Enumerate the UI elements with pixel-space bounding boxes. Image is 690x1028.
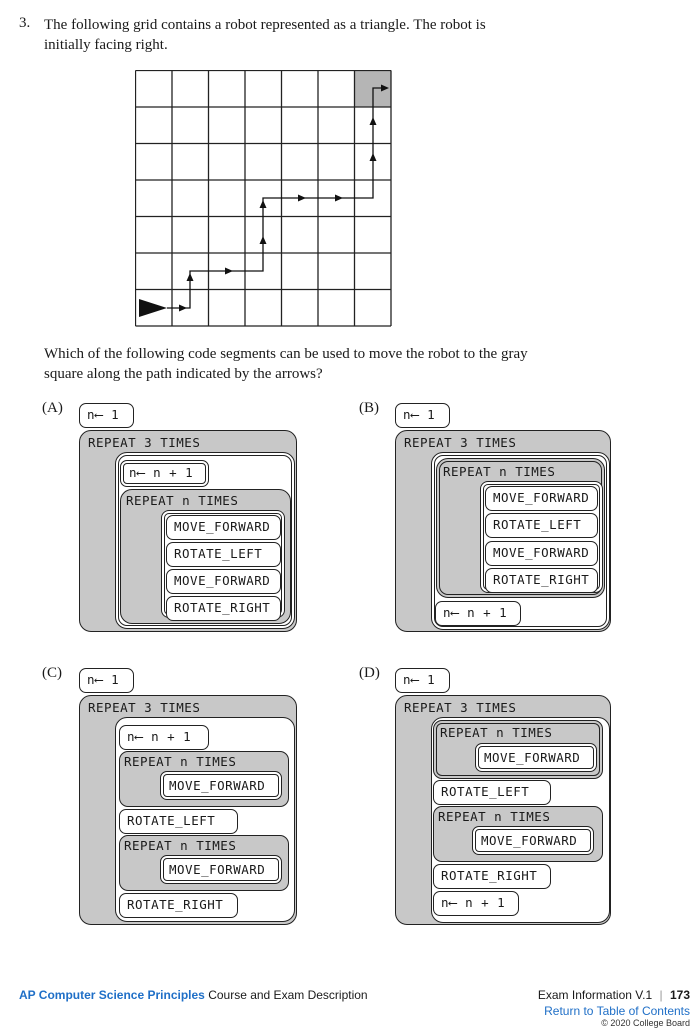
option-c-cmd-rotate-left: ROTATE_LEFT xyxy=(119,809,238,834)
footer-copyright: © 2020 College Board xyxy=(601,1018,690,1028)
option-b-cmd-move-forward-2: MOVE_FORWARD xyxy=(485,541,598,566)
footer-brand: AP Computer Science Principles xyxy=(19,988,205,1002)
option-c-init-block: n⟵ 1 xyxy=(79,668,134,693)
option-c-label[interactable]: (C) xyxy=(42,665,62,681)
option-b-cmd-move-forward: MOVE_FORWARD xyxy=(485,486,598,511)
footer-left: AP Computer Science Principles Course an… xyxy=(19,988,368,1002)
option-b-label[interactable]: (B) xyxy=(359,400,379,416)
option-b-repeatn-region: REPEAT n TIMES MOVE_FORWARD ROTATE_LEFT … xyxy=(436,458,605,598)
option-d-repeat3-label: REPEAT 3 TIMES xyxy=(404,700,517,715)
option-b-repeat3-body: REPEAT n TIMES MOVE_FORWARD ROTATE_LEFT … xyxy=(431,452,610,630)
option-c-repeatn1-region: REPEAT n TIMES MOVE_FORWARD xyxy=(119,751,289,807)
option-a-repeatn-label: REPEAT n TIMES xyxy=(126,493,239,508)
footer-course: Course and Exam Description xyxy=(208,988,368,1002)
option-b-cmd-rotate-right: ROTATE_RIGHT xyxy=(485,568,598,593)
option-d-cmd-move-forward-2: MOVE_FORWARD xyxy=(472,826,594,855)
robot-path xyxy=(167,87,387,309)
option-a-repeat3-region: REPEAT 3 TIMES n⟵ n + 1 REPEAT n TIMES M… xyxy=(79,430,297,632)
option-c-repeat3-body: n⟵ n + 1 REPEAT n TIMES MOVE_FORWARD ROT… xyxy=(115,717,295,922)
footer-right: Exam Information V.1 | 173 xyxy=(538,988,690,1002)
footer-section: Exam Information V.1 xyxy=(537,988,653,1002)
option-b-repeatn-body: MOVE_FORWARD ROTATE_LEFT MOVE_FORWARD RO… xyxy=(480,481,603,593)
option-a-cmd-rotate-left: ROTATE_LEFT xyxy=(166,542,281,567)
question-text: The following grid contains a robot repr… xyxy=(44,17,486,53)
option-c-repeatn2-label: REPEAT n TIMES xyxy=(124,838,237,853)
option-d-repeatn1-region: REPEAT n TIMES MOVE_FORWARD xyxy=(433,720,603,779)
option-a-init-block: n⟵ 1 xyxy=(79,403,134,428)
option-b-cmd-rotate-left: ROTATE_LEFT xyxy=(485,513,598,538)
option-b-incr-block: n⟵ n + 1 xyxy=(435,601,521,626)
option-d-incr-block: n⟵ n + 1 xyxy=(433,891,519,916)
option-c-repeatn1-label: REPEAT n TIMES xyxy=(124,754,237,769)
option-d-label[interactable]: (D) xyxy=(359,665,380,681)
footer-page-number: 173 xyxy=(669,988,690,1002)
option-c-repeat3-region: REPEAT 3 TIMES n⟵ n + 1 REPEAT n TIMES M… xyxy=(79,695,297,925)
option-c-incr-block: n⟵ n + 1 xyxy=(119,725,209,750)
option-a-label[interactable]: (A) xyxy=(42,400,63,416)
option-d-init-block: n⟵ 1 xyxy=(395,668,450,693)
robot-grid xyxy=(135,70,392,327)
option-d-cmd-rotate-left: ROTATE_LEFT xyxy=(433,780,551,805)
option-a-repeat3-label: REPEAT 3 TIMES xyxy=(88,435,201,450)
option-a-repeatn-body: MOVE_FORWARD ROTATE_LEFT MOVE_FORWARD RO… xyxy=(161,510,285,621)
option-a-repeat3-body: n⟵ n + 1 REPEAT n TIMES MOVE_FORWARD ROT… xyxy=(115,452,295,629)
option-d-cmd-move-forward-1: MOVE_FORWARD xyxy=(475,743,597,772)
option-a-cmd-rotate-right: ROTATE_RIGHT xyxy=(166,596,281,621)
option-a-repeatn-region: REPEAT n TIMES MOVE_FORWARD ROTATE_LEFT … xyxy=(120,489,291,624)
option-a-cmd-move-forward: MOVE_FORWARD xyxy=(166,515,281,540)
option-d-cmd-rotate-right: ROTATE_RIGHT xyxy=(433,864,551,889)
option-c-cmd-move-forward-1: MOVE_FORWARD xyxy=(160,771,282,800)
option-b-init-block: n⟵ 1 xyxy=(395,403,450,428)
option-d-repeatn1-label: REPEAT n TIMES xyxy=(440,725,553,740)
option-c-repeat3-label: REPEAT 3 TIMES xyxy=(88,700,201,715)
option-c-cmd-rotate-right: ROTATE_RIGHT xyxy=(119,893,238,918)
robot-triangle xyxy=(139,299,167,317)
option-d-repeatn2-label: REPEAT n TIMES xyxy=(438,809,551,824)
option-a-cmd-move-forward-2: MOVE_FORWARD xyxy=(166,569,281,594)
return-to-toc-link[interactable]: Return to Table of Contents xyxy=(544,1004,690,1018)
question-prompt: Which of the following code segments can… xyxy=(44,346,528,382)
question-number: 3. xyxy=(19,15,31,31)
option-d-repeat3-body: REPEAT n TIMES MOVE_FORWARD ROTATE_LEFT … xyxy=(431,717,610,923)
option-b-repeat3-region: REPEAT 3 TIMES REPEAT n TIMES MOVE_FORWA… xyxy=(395,430,611,632)
option-d-repeat3-region: REPEAT 3 TIMES REPEAT n TIMES MOVE_FORWA… xyxy=(395,695,611,925)
footer-divider: | xyxy=(659,988,663,1002)
option-c-cmd-move-forward-2: MOVE_FORWARD xyxy=(160,855,282,884)
option-c-repeatn2-region: REPEAT n TIMES MOVE_FORWARD xyxy=(119,835,289,891)
option-a-incr-block: n⟵ n + 1 xyxy=(120,460,209,487)
option-b-repeatn-label: REPEAT n TIMES xyxy=(443,464,556,479)
option-b-repeat3-label: REPEAT 3 TIMES xyxy=(404,435,517,450)
option-d-repeatn2-region: REPEAT n TIMES MOVE_FORWARD xyxy=(433,806,603,862)
